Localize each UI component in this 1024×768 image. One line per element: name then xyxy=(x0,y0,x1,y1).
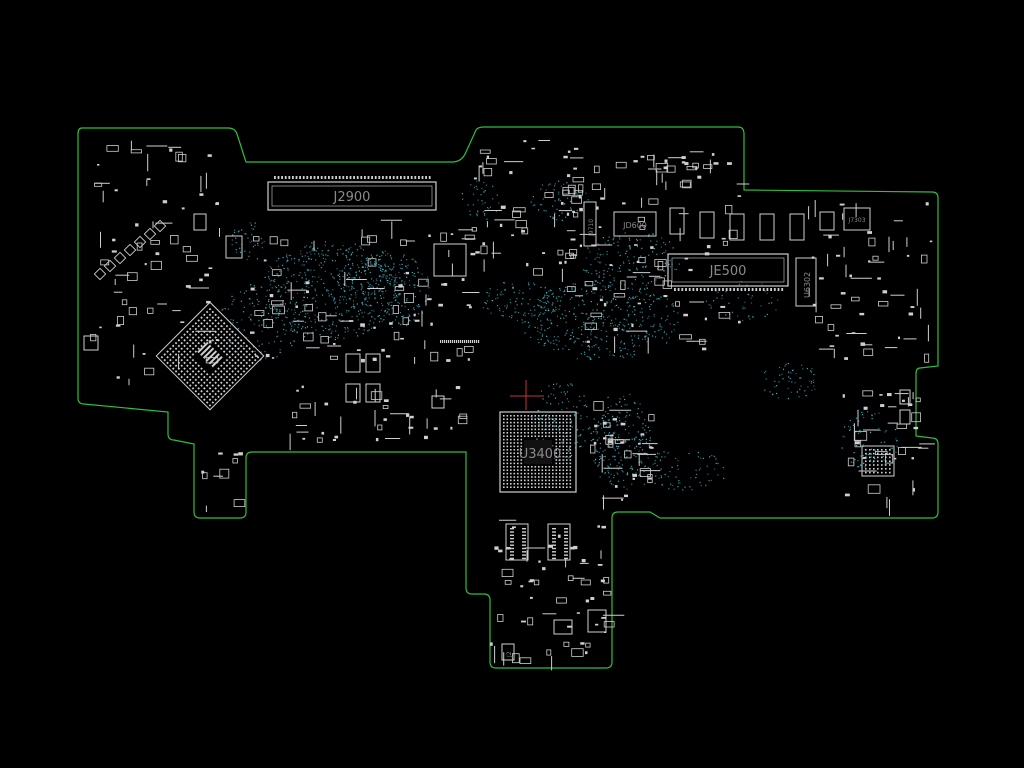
label-j9710: J9710 xyxy=(588,219,595,237)
chip-bga-right[interactable] xyxy=(861,445,895,477)
label-j2: J2 xyxy=(506,651,513,658)
label-u3400: U3400 xyxy=(519,447,562,462)
connector-j2[interactable]: J2 xyxy=(501,643,515,661)
connector-je500[interactable]: JE500 xyxy=(667,253,789,287)
connector-j2900[interactable]: J2900 xyxy=(267,181,437,211)
chip-u6302[interactable]: U6302 xyxy=(795,257,817,307)
crosshair-cursor xyxy=(510,380,544,410)
chip-u3400[interactable]: U3400 xyxy=(499,411,577,493)
silkscreen-components xyxy=(83,140,935,671)
board-outline xyxy=(77,126,939,669)
connector-jd600[interactable]: JD600 xyxy=(613,211,657,237)
connector-j7303[interactable]: J7303 xyxy=(843,207,871,231)
label-j2900: J2900 xyxy=(333,190,371,205)
via-field xyxy=(221,180,898,491)
label-je500: JE500 xyxy=(709,264,747,279)
label-jd600: JD600 xyxy=(622,221,647,230)
label-u6302: U6302 xyxy=(803,272,812,298)
chip-bga-left[interactable] xyxy=(155,301,265,411)
label-j7303: J7303 xyxy=(847,217,865,224)
connector-j9710[interactable]: J9710 xyxy=(583,201,597,247)
